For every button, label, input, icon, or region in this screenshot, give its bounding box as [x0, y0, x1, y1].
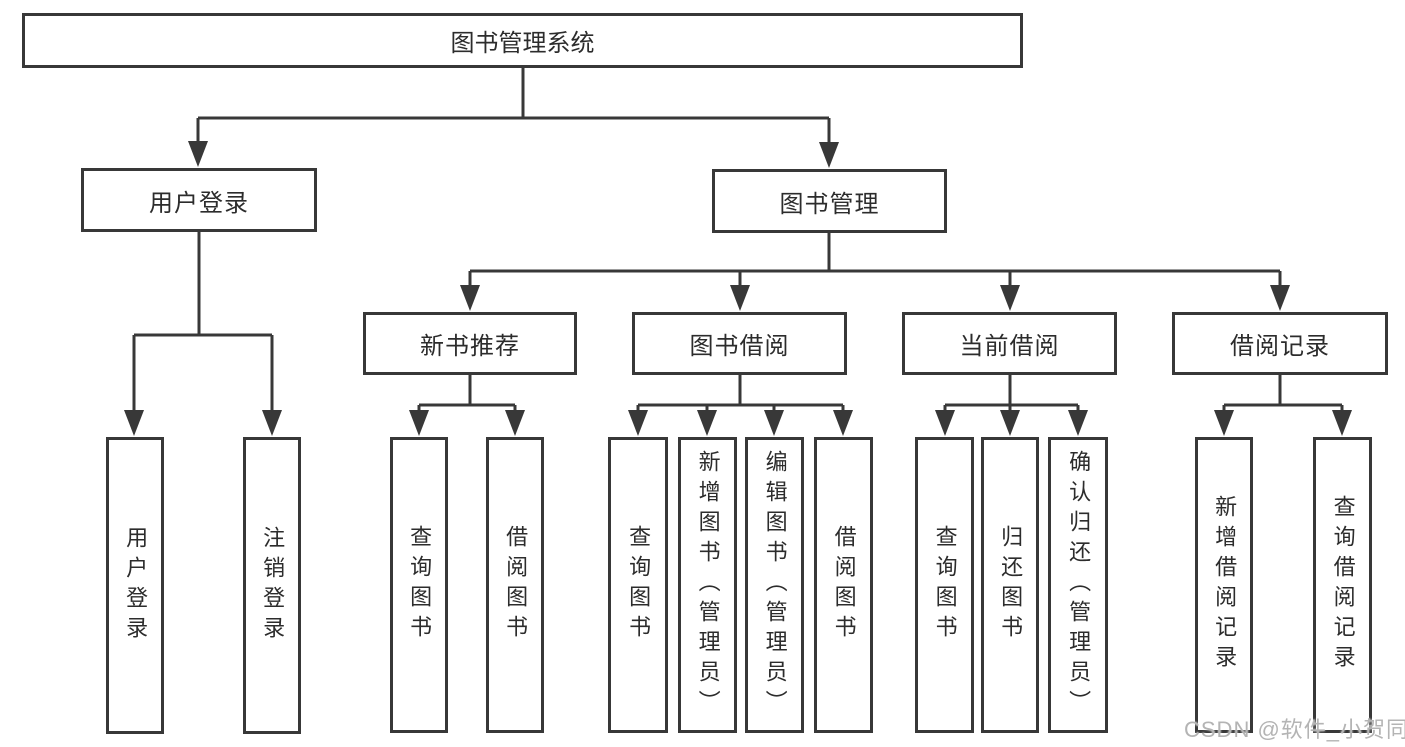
arrow-down-icon: [764, 410, 784, 436]
leaf-return-books: 归还图书: [981, 437, 1039, 733]
leaf-query-books-2: 查询图书: [608, 437, 668, 733]
leaf-label: 查询借阅记录: [1330, 495, 1356, 675]
leaf-label: 用户登录: [123, 525, 149, 646]
arrow-down-icon: [262, 410, 282, 436]
leaf-query-books-3: 查询图书: [915, 437, 974, 733]
arrow-down-icon: [628, 410, 648, 436]
arrow-down-icon: [188, 141, 208, 167]
node-current-borrowing: 当前借阅: [902, 312, 1117, 375]
leaf-query-books-1: 查询图书: [390, 437, 448, 733]
leaf-label: 编辑图书（管理员）: [762, 450, 788, 720]
arrow-down-icon: [409, 410, 429, 436]
node-book-borrowing: 图书借阅: [632, 312, 847, 375]
watermark: CSDN @软件_小贺同学: [1184, 717, 1405, 742]
leaf-label: 查询图书: [932, 525, 958, 645]
leaf-label: 新增借阅记录: [1212, 495, 1238, 675]
arrow-down-icon: [833, 410, 853, 436]
leaf-label: 注销登录: [260, 525, 286, 646]
leaf-label: 借阅图书: [831, 525, 857, 645]
node-book-management: 图书管理: [712, 169, 947, 233]
leaf-query-borrow-record: 查询借阅记录: [1313, 437, 1372, 733]
leaf-add-books-admin: 新增图书（管理员）: [678, 437, 737, 733]
arrow-down-icon: [505, 410, 525, 436]
leaf-logout-login: 注销登录: [243, 437, 301, 734]
arrow-down-icon: [730, 285, 750, 311]
leaf-confirm-return-admin: 确认归还（管理员）: [1048, 437, 1108, 733]
leaf-label: 查询图书: [407, 525, 433, 645]
arrow-down-icon: [1270, 285, 1290, 311]
leaf-borrow-books-1: 借阅图书: [486, 437, 544, 733]
arrow-down-icon: [1332, 410, 1352, 436]
leaf-borrow-books-2: 借阅图书: [814, 437, 873, 733]
leaf-label: 查询图书: [626, 525, 652, 645]
leaf-label: 归还图书: [998, 525, 1024, 645]
leaf-label: 新增图书（管理员）: [695, 450, 721, 720]
arrow-down-icon: [1000, 285, 1020, 311]
leaf-user-login: 用户登录: [106, 437, 164, 734]
arrow-down-icon: [1000, 410, 1020, 436]
leaf-label: 确认归还（管理员）: [1066, 450, 1092, 720]
arrow-down-icon: [1214, 410, 1234, 436]
node-user-login: 用户登录: [81, 168, 317, 232]
arrow-down-icon: [460, 285, 480, 311]
arrow-down-icon: [935, 410, 955, 436]
node-root: 图书管理系统: [22, 13, 1023, 68]
leaf-edit-books-admin: 编辑图书（管理员）: [745, 437, 804, 733]
node-borrow-records: 借阅记录: [1172, 312, 1388, 375]
arrow-down-icon: [1068, 410, 1088, 436]
leaf-add-borrow-record: 新增借阅记录: [1195, 437, 1253, 733]
arrow-down-icon: [819, 142, 839, 168]
leaf-label: 借阅图书: [503, 525, 529, 645]
node-new-book-recommend: 新书推荐: [363, 312, 577, 375]
arrow-down-icon: [124, 410, 144, 436]
arrow-down-icon: [697, 410, 717, 436]
